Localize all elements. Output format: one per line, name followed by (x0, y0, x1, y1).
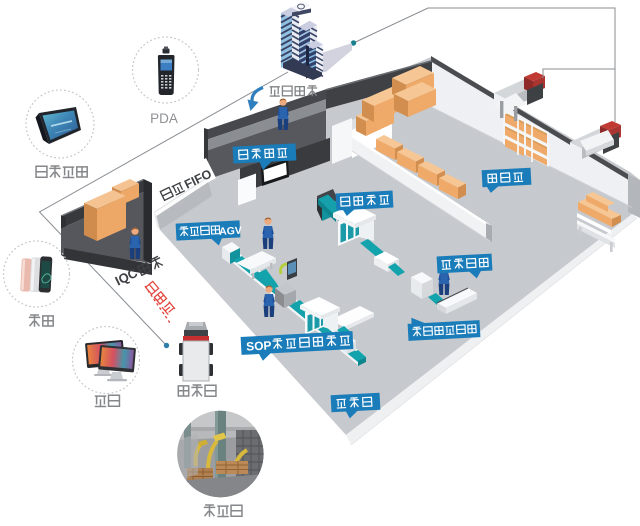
svg-text:SOP: SOP (246, 338, 272, 353)
svg-text:AGV: AGV (219, 225, 242, 238)
svg-text:PDA: PDA (150, 111, 178, 126)
